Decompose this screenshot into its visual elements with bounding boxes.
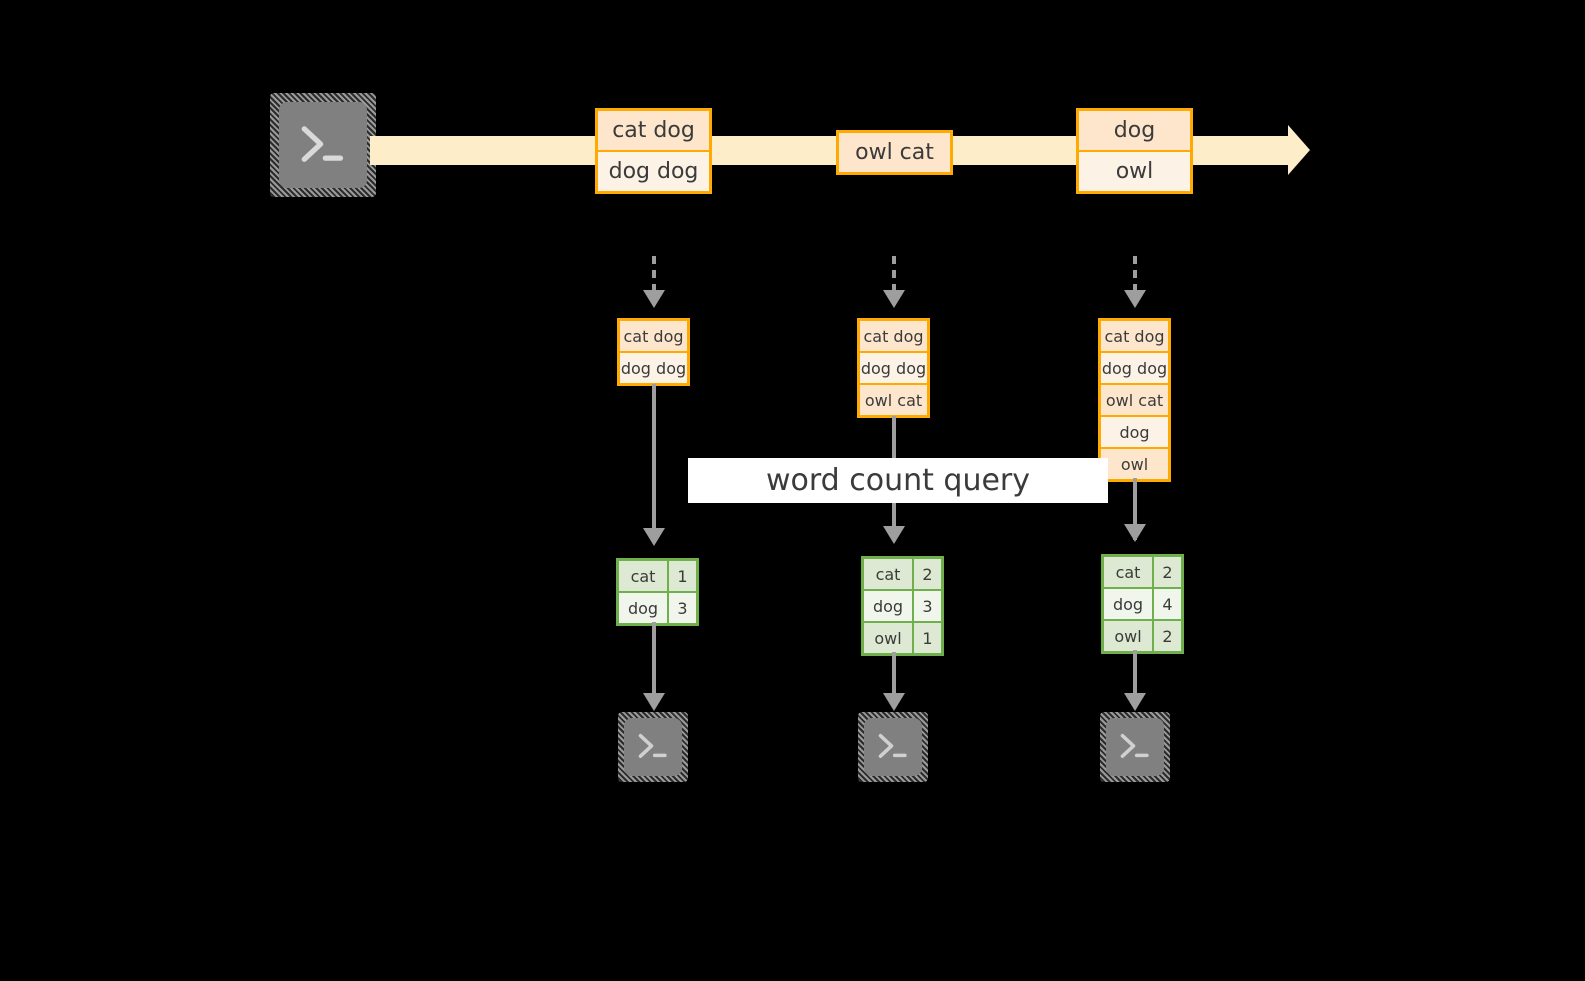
prompt-glyph-icon: [301, 125, 344, 162]
table-row: dog 3: [619, 593, 696, 623]
snapshot-1-sink-terminal-icon: [618, 712, 688, 782]
snapshot-2-input-row: cat dog: [860, 321, 927, 351]
snapshot-3-query-arrowhead: [1124, 524, 1146, 542]
stream-event-1-row: dog dog: [598, 152, 709, 191]
result-count: 2: [1154, 621, 1181, 651]
snapshot-1-result-table[interactable]: cat 1 dog 3: [616, 558, 699, 626]
snapshot-1-dashed-arrowhead: [643, 290, 665, 308]
table-row: dog 3: [864, 591, 941, 621]
result-count: 3: [914, 591, 941, 621]
snapshot-1-input-row: dog dog: [620, 353, 687, 383]
snapshot-2-dashed-arrowhead: [883, 290, 905, 308]
table-row: cat 2: [1104, 557, 1181, 587]
table-row: owl 2: [1104, 621, 1181, 651]
snapshot-3-input-stack[interactable]: cat dog dog dog owl cat dog owl: [1098, 318, 1171, 482]
result-count: 4: [1154, 589, 1181, 619]
stream-event-1[interactable]: cat dog dog dog: [595, 108, 712, 194]
snapshot-1-input-row: cat dog: [620, 321, 687, 351]
snapshot-2-sink-arrowhead: [883, 693, 905, 711]
snapshot-1-query-connector: [652, 384, 656, 542]
snapshot-2-input-stack[interactable]: cat dog dog dog owl cat: [857, 318, 930, 418]
table-row: dog 4: [1104, 589, 1181, 619]
result-word: dog: [864, 591, 912, 621]
snapshot-2-input-row: dog dog: [860, 353, 927, 383]
stream-event-3-row: dog: [1079, 111, 1190, 150]
snapshot-3-dashed-arrowhead: [1124, 290, 1146, 308]
stream-arrow-head: [1288, 125, 1310, 175]
table-row: cat 2: [864, 559, 941, 589]
table-row: cat 1: [619, 561, 696, 591]
snapshot-3-input-row: cat dog: [1101, 321, 1168, 351]
result-word: cat: [864, 559, 912, 589]
snapshot-1-sink-arrowhead: [643, 693, 665, 711]
prompt-glyph-icon: [638, 734, 667, 759]
stream-event-2-row: owl cat: [839, 133, 950, 172]
stream-event-3-row: owl: [1079, 152, 1190, 191]
result-word: owl: [864, 623, 912, 653]
result-count: 2: [1154, 557, 1181, 587]
result-count: 1: [914, 623, 941, 653]
snapshot-3-input-row: owl: [1101, 449, 1168, 479]
query-caption-banner: word count query: [688, 458, 1108, 503]
snapshot-3-dashed-connector: [1133, 256, 1137, 292]
snapshot-3-input-row: dog: [1101, 417, 1168, 447]
snapshot-1-query-arrowhead: [643, 528, 665, 546]
snapshot-2-input-row: owl cat: [860, 385, 927, 415]
stream-event-3[interactable]: dog owl: [1076, 108, 1193, 194]
snapshot-3-sink-connector: [1133, 650, 1137, 700]
snapshot-2-sink-connector: [892, 652, 896, 700]
stream-event-2[interactable]: owl cat: [836, 130, 953, 175]
result-word: cat: [619, 561, 667, 591]
result-word: dog: [619, 593, 667, 623]
result-word: owl: [1104, 621, 1152, 651]
snapshot-3-input-row: dog dog: [1101, 353, 1168, 383]
snapshot-3-input-row: owl cat: [1101, 385, 1168, 415]
snapshot-1-dashed-connector: [652, 256, 656, 292]
snapshot-2-dashed-connector: [892, 256, 896, 292]
prompt-glyph-icon: [878, 734, 907, 759]
result-count: 1: [669, 561, 696, 591]
result-count: 3: [669, 593, 696, 623]
snapshot-3-query-connector: [1133, 478, 1137, 540]
stream-event-1-row: cat dog: [598, 111, 709, 150]
query-caption-label: word count query: [765, 463, 1031, 498]
snapshot-1-input-stack[interactable]: cat dog dog dog: [617, 318, 690, 386]
table-row: owl 1: [864, 623, 941, 653]
snapshot-3-sink-arrowhead: [1124, 693, 1146, 711]
result-word: dog: [1104, 589, 1152, 619]
snapshot-3-result-table[interactable]: cat 2 dog 4 owl 2: [1101, 554, 1184, 654]
snapshot-3-sink-terminal-icon: [1100, 712, 1170, 782]
snapshot-1-sink-connector: [652, 622, 656, 700]
source-terminal-icon: [270, 93, 376, 197]
prompt-glyph-icon: [1120, 734, 1149, 759]
snapshot-2-result-table[interactable]: cat 2 dog 3 owl 1: [861, 556, 944, 656]
snapshot-2-query-arrowhead: [883, 526, 905, 544]
result-word: cat: [1104, 557, 1152, 587]
snapshot-2-sink-terminal-icon: [858, 712, 928, 782]
result-count: 2: [914, 559, 941, 589]
